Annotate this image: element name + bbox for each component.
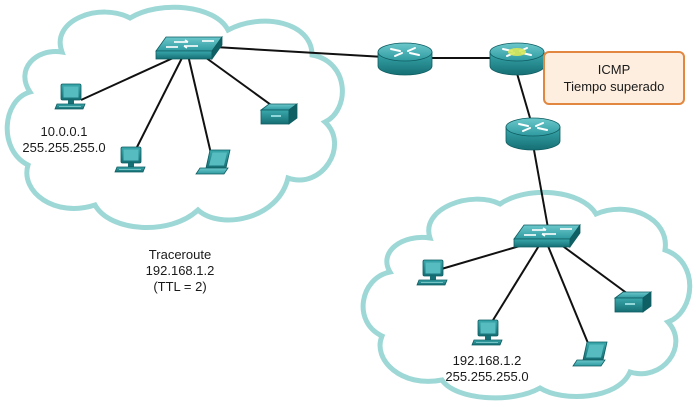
left-printer-icon xyxy=(260,103,298,125)
left-host-ip: 10.0.0.1 xyxy=(40,124,88,139)
traceroute-ttl: (TTL = 2) xyxy=(153,279,207,294)
router-2-highlight xyxy=(508,48,526,56)
link-switch-to-laptop-2 xyxy=(547,245,591,349)
right-switch-icon xyxy=(513,224,581,248)
icmp-line-1: ICMP xyxy=(597,62,631,77)
icmp-message-box: ICMP Tiempo superado xyxy=(543,51,685,105)
link-switch-to-pc-4 xyxy=(489,243,541,326)
link-switch-to-printer-2 xyxy=(559,243,633,298)
left-network-cloud xyxy=(4,4,345,230)
right-host-ip: 192.168.1.2 xyxy=(452,353,522,368)
link-router-2-to-router-3 xyxy=(515,69,531,119)
left-host-label: 10.0.0.1 255.255.255.0 xyxy=(14,124,114,156)
link-switch-to-pc-2 xyxy=(132,51,186,156)
router-3-icon xyxy=(505,117,561,151)
traceroute-label: Traceroute 192.168.1.2 (TTL = 2) xyxy=(120,247,240,295)
right-host-label: 192.168.1.2 255.255.255.0 xyxy=(432,353,542,385)
right-network-cloud xyxy=(360,189,693,401)
right-printer-icon xyxy=(614,291,652,313)
link-switch-to-router-1 xyxy=(214,46,401,59)
right-host-mask: 255.255.255.0 xyxy=(445,369,529,384)
router-2-icon xyxy=(489,42,545,76)
left-switch-icon xyxy=(155,36,223,60)
traceroute-title: Traceroute xyxy=(148,247,212,262)
left-host-mask: 255.255.255.0 xyxy=(22,140,106,155)
link-switch-to-printer xyxy=(197,51,279,111)
router-1-icon xyxy=(377,42,433,76)
icmp-line-2: Tiempo superado xyxy=(563,79,665,94)
link-switch-to-laptop xyxy=(187,54,213,159)
link-router-3-to-switch xyxy=(533,149,549,229)
traceroute-target: 192.168.1.2 xyxy=(145,263,215,278)
